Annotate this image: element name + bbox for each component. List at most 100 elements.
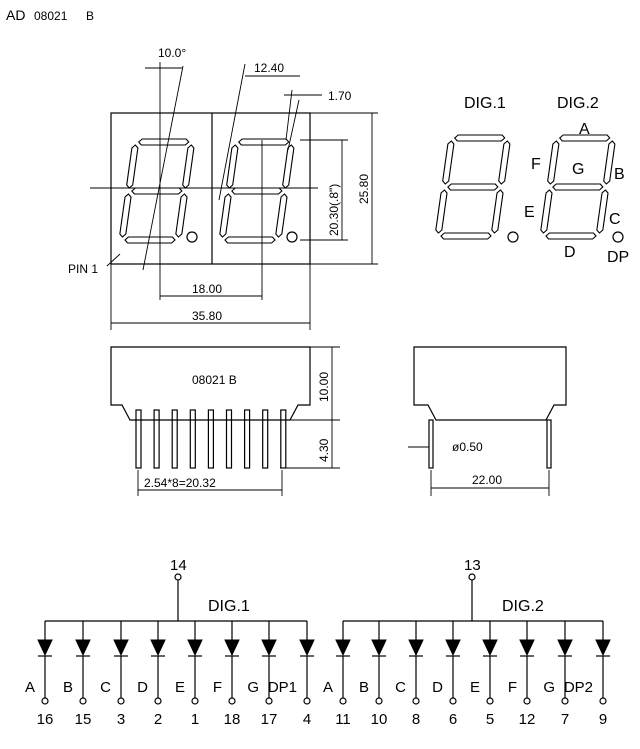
segment-label: D: [137, 679, 148, 696]
legend1-segment-g: [447, 183, 499, 191]
side-pin: [171, 409, 178, 469]
legend-dig2: DIG.2: [557, 95, 599, 112]
pin-number: 5: [486, 711, 494, 728]
digit1-segment-e: [119, 193, 132, 238]
pin-number: 3: [117, 711, 125, 728]
legend-digit2: [540, 134, 616, 240]
part-suffix: B: [86, 9, 94, 23]
pin-terminal: [154, 697, 162, 705]
digit1-segment-f: [126, 144, 139, 189]
legend-seg-a: A: [579, 121, 590, 138]
pin-number: 16: [37, 711, 54, 728]
digit2-front: [219, 138, 295, 244]
segment-label: G: [247, 679, 259, 696]
dig1-title: DIG.1: [208, 598, 250, 615]
diode-b-icon: [371, 639, 387, 657]
pin-number: 7: [561, 711, 569, 728]
diode-f-icon: [519, 639, 535, 657]
side-pin: [189, 409, 196, 469]
legend-seg-d: D: [564, 244, 576, 261]
legend1-segment-c: [491, 189, 504, 234]
diode-c-icon: [408, 639, 424, 657]
segment-legend: DIG.1 DIG.2 A B C D E F G DP: [435, 95, 629, 266]
legend-seg-dp: DP: [607, 249, 629, 266]
digit2-segment-c: [275, 193, 288, 238]
legend-seg-b: B: [614, 166, 625, 183]
legend-dig1: DIG.1: [464, 95, 506, 112]
side-pin: [262, 409, 269, 469]
side-pin: [153, 409, 160, 469]
diode-e-icon: [482, 639, 498, 657]
dig1-common-pin: 14: [170, 557, 187, 574]
pin-terminal: [303, 697, 311, 705]
dim-segwidth: 1.70: [328, 89, 352, 103]
dim-body-height: 25.80: [357, 174, 371, 204]
segment-label: E: [470, 679, 480, 696]
dim-body-width: 35.80: [192, 309, 222, 323]
pin-terminal: [449, 697, 457, 705]
common-terminal: [468, 573, 476, 581]
digit2-segment-g: [231, 187, 283, 195]
end-pin-right: [546, 419, 552, 469]
digit1-segment-c: [175, 193, 188, 238]
pin-number: 4: [303, 711, 311, 728]
diode-a-icon: [37, 639, 53, 657]
segment-label: E: [175, 679, 185, 696]
dim-pin-length: 4.30: [317, 438, 331, 462]
diode-g-icon: [557, 639, 573, 657]
side-body-label: 08021 B: [192, 373, 237, 387]
pin-terminal: [375, 697, 383, 705]
diode-g-icon: [261, 639, 277, 657]
side-pin: [225, 409, 233, 469]
diode-f-icon: [224, 639, 240, 657]
dig2-title: DIG.2: [502, 598, 544, 615]
pin-terminal: [486, 697, 494, 705]
segment-label: B: [359, 679, 369, 696]
segment-label: F: [213, 679, 222, 696]
dim-slant: 10.0°: [158, 46, 186, 60]
segment-label: F: [508, 679, 517, 696]
legend2-segment-g: [552, 183, 604, 191]
pin-number: 18: [224, 711, 241, 728]
common-terminal: [174, 573, 182, 581]
digit1-front: [119, 138, 195, 244]
legend1-segment-f: [442, 140, 455, 185]
legend2-segment-d: [545, 232, 597, 240]
digit1-segment-a: [137, 138, 190, 146]
segment-label: A: [323, 679, 333, 696]
legend-seg-c: C: [609, 211, 621, 228]
dp1-dot: [186, 231, 198, 243]
diode-b-icon: [75, 639, 91, 657]
pin1-leader: [106, 253, 121, 267]
side-pins: [135, 409, 287, 469]
pin-number: 10: [371, 711, 388, 728]
digit1-segment-b: [182, 144, 195, 189]
legend-seg-g: G: [572, 161, 584, 178]
diode-dp2-icon: [595, 639, 611, 657]
pin-terminal: [41, 697, 49, 705]
dp2-dot: [286, 231, 298, 243]
pin-number: 6: [449, 711, 457, 728]
pin-number: 15: [75, 711, 92, 728]
legend-digit1: [435, 134, 511, 240]
brand-logo: AD: [6, 7, 25, 23]
legend1-segment-d: [440, 232, 492, 240]
digit2-segment-e: [219, 193, 232, 238]
dim-digit-height: 20.30(.8"): [327, 184, 341, 236]
side-view: 08021 B 10.00 4.30 2.54*8=20.32: [110, 346, 340, 496]
pin-number: 11: [335, 711, 351, 728]
legend-seg-f: F: [531, 156, 541, 173]
legend1-segment-b: [498, 140, 511, 185]
pin-terminal: [599, 697, 607, 705]
pin-terminal: [191, 697, 199, 705]
segment-label: DP1: [268, 679, 297, 696]
diode-d-icon: [150, 639, 166, 657]
pin-number: 12: [519, 711, 536, 728]
segment-label: D: [432, 679, 443, 696]
legend-seg-e: E: [524, 204, 535, 221]
